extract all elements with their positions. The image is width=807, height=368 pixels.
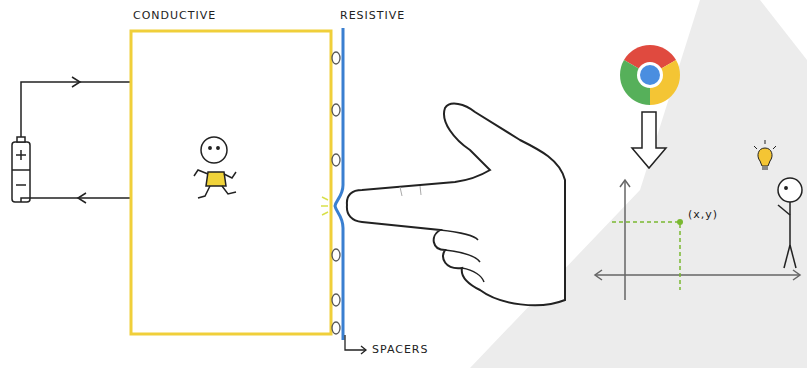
wire bbox=[21, 77, 130, 203]
conductive-panel bbox=[131, 31, 331, 334]
layer-heading: RESISTIVE bbox=[340, 9, 405, 22]
contact-spark bbox=[321, 197, 328, 215]
pointing-hand bbox=[347, 104, 565, 306]
resistive-film-node: RESISTIVE bbox=[336, 28, 350, 340]
background-wedge bbox=[760, 0, 807, 60]
lightbulb-icon bbox=[754, 140, 776, 170]
coordinate-axes bbox=[595, 180, 800, 300]
electron-figure bbox=[194, 137, 236, 198]
conductive-panel-node: CONDUCTIVE bbox=[131, 31, 331, 334]
down-arrow bbox=[632, 112, 666, 168]
browser-logo bbox=[620, 45, 680, 105]
thinking-figure bbox=[778, 178, 802, 268]
resistive-film bbox=[335, 28, 343, 340]
leader-line bbox=[345, 335, 366, 354]
spacers-label: SPACERS bbox=[372, 343, 429, 356]
battery-symbol bbox=[12, 137, 30, 202]
spacer bbox=[332, 52, 340, 334]
layer-heading: CONDUCTIVE bbox=[133, 9, 216, 22]
coordinate-point bbox=[612, 219, 683, 290]
coordinate-label: (x,y) bbox=[688, 208, 718, 221]
